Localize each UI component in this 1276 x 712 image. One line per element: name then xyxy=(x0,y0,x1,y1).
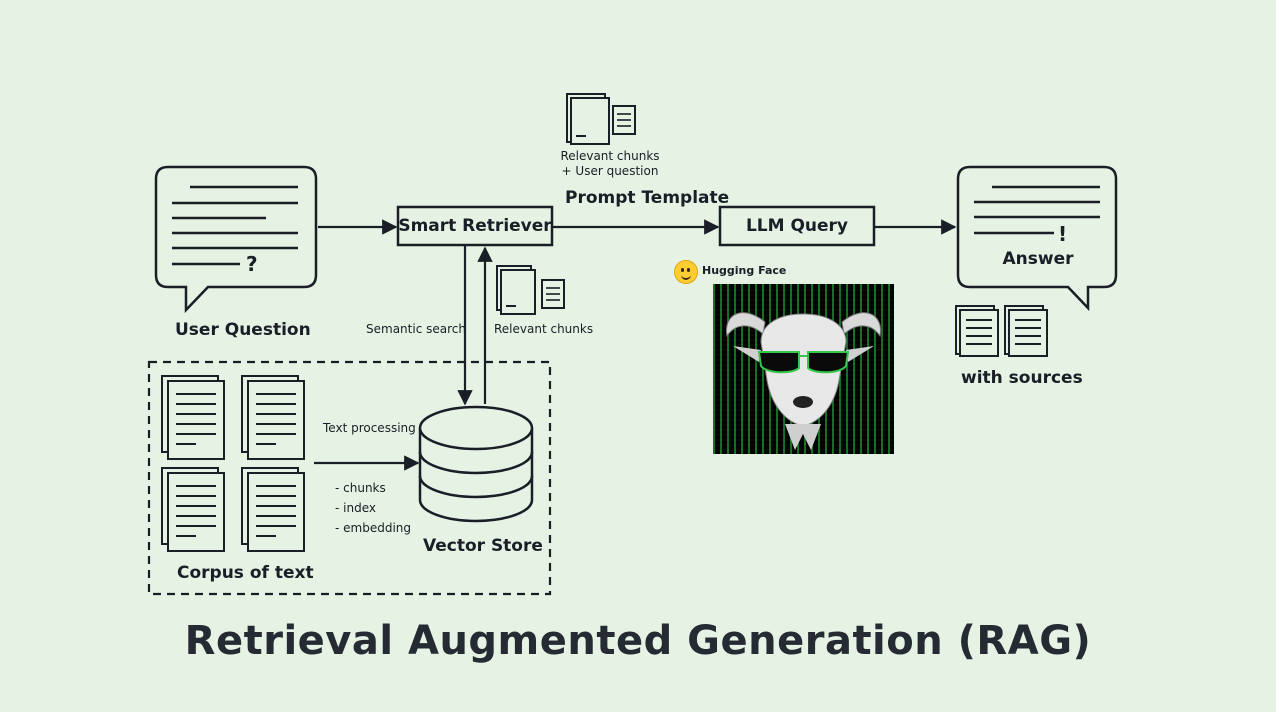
answer-bubble-icon xyxy=(956,165,1118,312)
corpus-label: Corpus of text xyxy=(177,563,314,583)
user-question-bubble-icon xyxy=(154,165,318,314)
exclamation-mark-glyph: ! xyxy=(1058,222,1068,246)
llm-query-label: LLM Query xyxy=(745,216,849,236)
with-sources-label: with sources xyxy=(961,368,1083,388)
processing-step-chunks: - chunks xyxy=(335,481,386,495)
llm-query-box xyxy=(718,205,876,247)
sources-documents-icon xyxy=(955,305,1048,357)
relevant-chunks-top-line1: Relevant chunks xyxy=(560,149,660,163)
goat-image xyxy=(713,284,894,454)
processing-step-index: - index xyxy=(335,501,376,515)
text-processing-label: Text processing xyxy=(323,421,416,435)
database-icon xyxy=(418,405,534,523)
smart-retriever-label: Smart Retriever xyxy=(398,216,552,236)
page-title: Retrieval Augmented Generation (RAG) xyxy=(184,618,1092,664)
hugging-face-icon xyxy=(674,260,698,284)
processing-step-embedding: - embedding xyxy=(335,521,412,535)
relevant-chunks-label: Relevant chunks xyxy=(494,322,594,336)
documents-icon-top xyxy=(566,93,636,145)
question-mark-glyph: ? xyxy=(246,252,258,276)
corpus-region xyxy=(147,360,552,596)
answer-label: Answer xyxy=(1002,249,1074,269)
prompt-template-label: Prompt Template xyxy=(565,188,730,208)
user-question-label: User Question xyxy=(175,320,311,340)
relevant-chunks-top-line2: + User question xyxy=(561,164,659,178)
relevant-chunks-top-label: Relevant chunks + User question xyxy=(560,149,660,179)
vector-store-label: Vector Store xyxy=(423,536,543,556)
smart-retriever-box xyxy=(396,205,554,247)
semantic-search-label: Semantic search xyxy=(366,322,466,336)
hugging-face-label: Hugging Face xyxy=(702,264,787,277)
documents-icon-middle xyxy=(496,265,565,315)
corpus-documents-icon xyxy=(161,375,305,552)
